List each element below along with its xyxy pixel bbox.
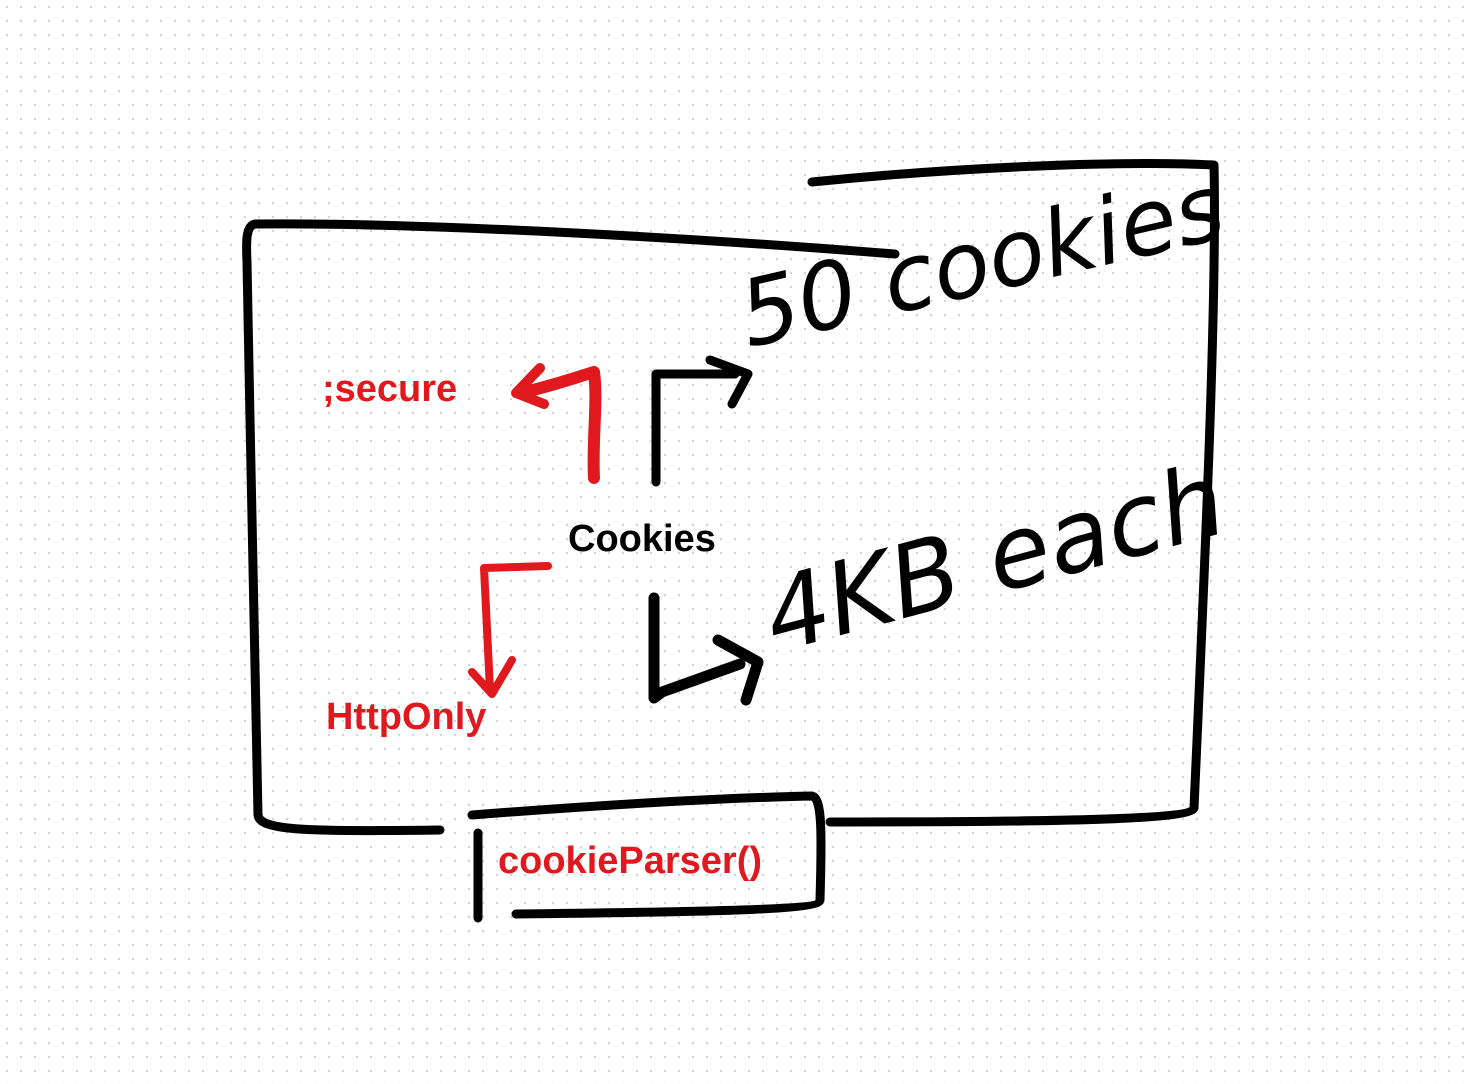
arrow-to-limit-size	[648, 592, 746, 704]
arrow-to-secure	[518, 366, 602, 484]
cookie-parser-label: cookieParser()	[498, 840, 763, 882]
parser-frame	[467, 791, 826, 919]
secure-flag-label: ;secure	[322, 368, 458, 410]
arrow-to-limit-count-head	[705, 355, 753, 409]
outer-frame-left	[242, 257, 445, 836]
outer-frame-top-right	[807, 159, 1219, 827]
httponly-flag-label: HttpOnly	[326, 696, 487, 738]
arrow-to-secure-head	[511, 363, 549, 409]
arrow-to-limit-size-head	[712, 634, 764, 706]
arrow-to-httponly	[480, 562, 552, 694]
outer-frame-top-left	[242, 219, 900, 267]
center-node-label: Cookies	[568, 518, 716, 560]
arrow-to-limit-count	[651, 369, 740, 487]
arrow-to-httponly-head	[468, 656, 516, 698]
